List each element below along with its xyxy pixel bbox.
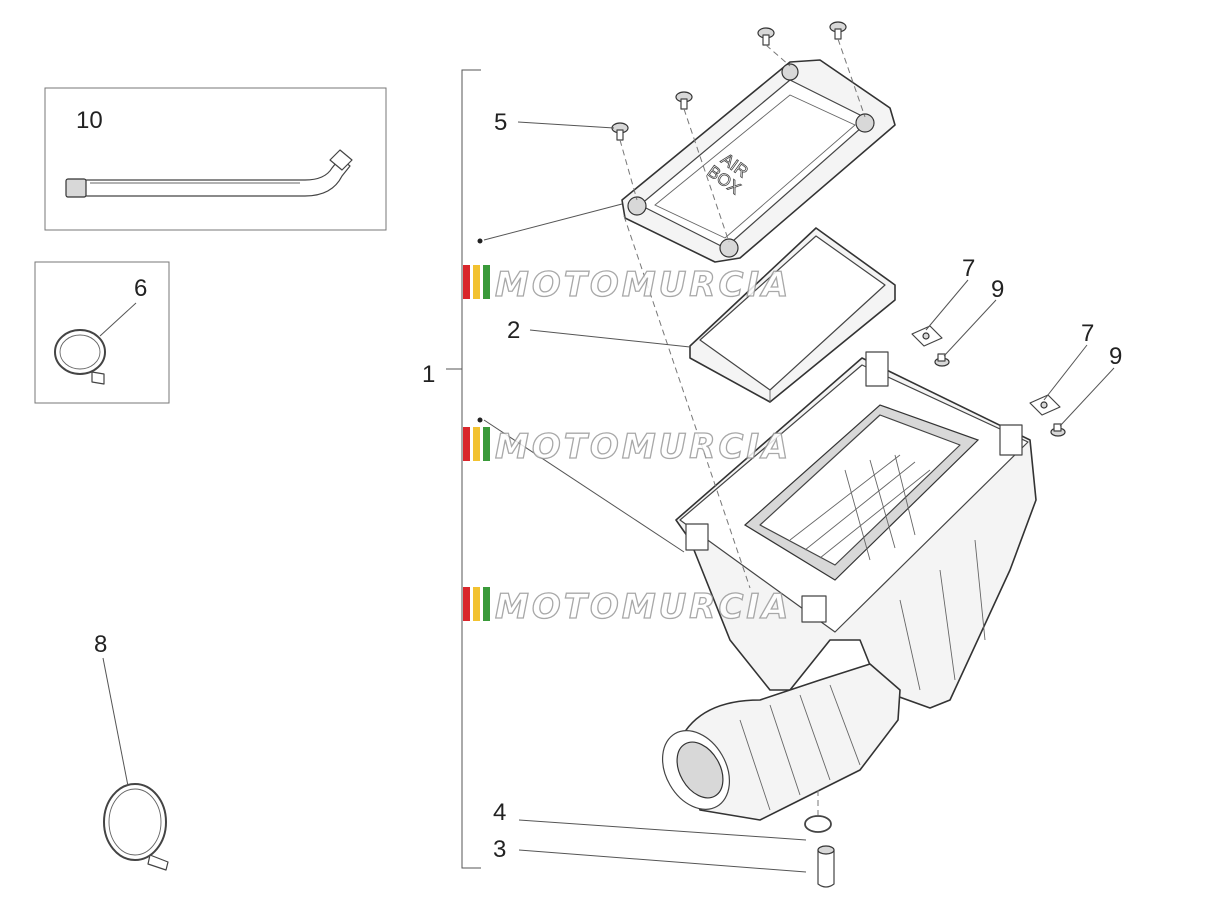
watermark-text: MOTOMURCIA [495,265,791,305]
callout-7a: 7 [962,255,975,282]
watermark-stripe-yellow [473,265,480,299]
screw-lid-2 [675,91,693,110]
clip-nut-7a [911,325,943,347]
watermark-stripe-red [463,587,470,621]
screw-lid-3 [757,27,775,46]
watermark-stripe-yellow [473,587,480,621]
watermark-1: MOTOMURCIA [463,264,791,306]
intake-duct [661,663,901,821]
drain-plug [817,845,835,888]
watermark-stripe-green [483,587,490,621]
callout-9a: 9 [991,276,1004,303]
callout-9b: 9 [1109,343,1122,370]
screw-lid-1 [611,122,629,141]
assembly-1-bracket [461,69,481,869]
watermark-2: MOTOMURCIA [463,426,791,468]
part-6-frame [34,261,170,404]
clip-nut-7b [1029,394,1061,416]
callout-6: 6 [134,275,147,302]
screw-9b [1050,423,1066,437]
drain-clamp [804,815,832,833]
callout-7b: 7 [1081,320,1094,347]
screw-9a [934,353,950,367]
part-10-breather-hose [65,149,353,198]
callout-10: 10 [76,107,103,134]
watermark-stripe-red [463,265,470,299]
watermark-stripe-green [483,427,490,461]
part-8-hose-clamp [103,783,169,871]
watermark-text: MOTOMURCIA [495,427,791,467]
air-box-lid: AIR BOX [621,59,896,263]
part-6-hose-clamp [54,329,106,385]
part-10-frame [44,87,387,231]
callout-2: 2 [507,317,520,344]
screw-lid-4 [829,21,847,40]
watermark-stripe-red [463,427,470,461]
callout-5: 5 [494,109,507,136]
watermark-stripe-yellow [473,427,480,461]
callout-4: 4 [493,799,506,826]
watermark-text: MOTOMURCIA [495,587,791,627]
callout-3: 3 [493,836,506,863]
watermark-3: MOTOMURCIA [463,586,791,628]
watermark-stripe-green [483,265,490,299]
air-filter-element [689,227,896,403]
callout-8: 8 [94,631,107,658]
callout-1: 1 [422,361,435,388]
